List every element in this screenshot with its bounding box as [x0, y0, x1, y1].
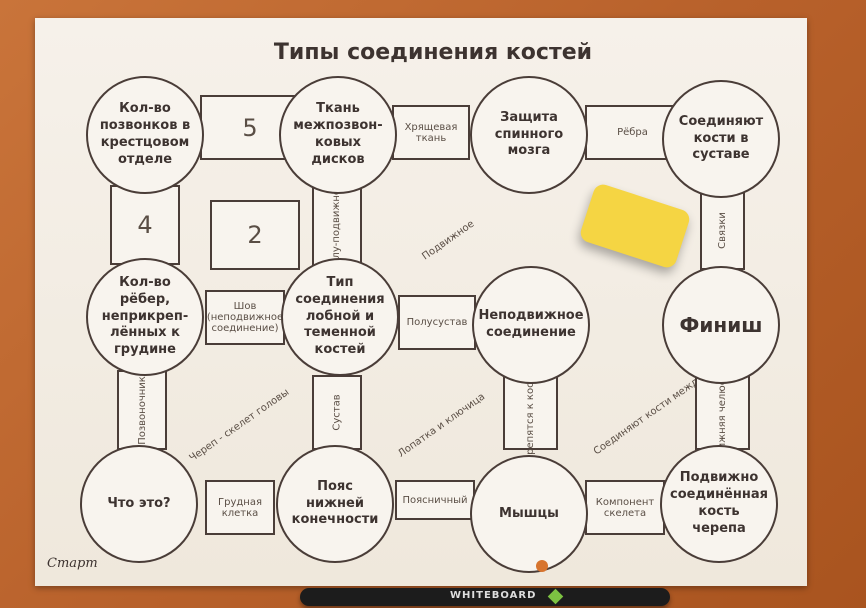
- cell-joint: Сустав: [312, 375, 362, 450]
- cell-4: 4: [110, 185, 180, 265]
- circle-floating-ribs: Кол-во рёбер, неприкреп-лённых к грудине: [86, 258, 204, 376]
- game-token: [536, 560, 548, 572]
- cell-attach: Крепятся к костям: [503, 363, 558, 462]
- cell-spine: Позвоночник: [117, 370, 167, 450]
- circle-muscles: Мышцы: [470, 455, 588, 573]
- sheet-title: Типы соединения костей: [273, 40, 593, 65]
- circle-pelvic-girdle: Пояс нижней конечности: [276, 445, 394, 563]
- cell-component: Компонент скелета: [585, 480, 665, 535]
- cell-semijoint: Полусустав: [398, 295, 476, 350]
- circle-what-is-it: Что это?: [80, 445, 198, 563]
- cell-ligaments: Связки: [700, 190, 745, 270]
- cell-suture: Шов (неподвижное соединение): [205, 290, 285, 345]
- whiteboard-marker: WHITEBOARD: [300, 588, 670, 606]
- cell-2: 2: [210, 200, 300, 270]
- cell-chest: Грудная клетка: [205, 480, 275, 535]
- cell-lumbar: Поясничный: [395, 480, 475, 520]
- start-label: Старт: [47, 556, 98, 571]
- circle-disc-tissue: Ткань межпозвон-ковых дисков: [279, 76, 397, 194]
- circle-joint-connect: Соединяют кости в суставе: [662, 80, 780, 198]
- marker-logo-icon: [547, 588, 564, 605]
- cell-jaw: Нижняя челюсть: [695, 368, 750, 457]
- circle-finish: Финиш: [662, 266, 780, 384]
- circle-spinal-protection: Защита спинного мозга: [470, 76, 588, 194]
- marker-brand: WHITEBOARD: [450, 590, 537, 601]
- circle-immovable: Неподвижное соединение: [472, 266, 590, 384]
- circle-movable-skull-bone: Подвижно соединённая кость черепа: [660, 445, 778, 563]
- cell-cartilage: Хрящевая ткань: [392, 105, 470, 160]
- circle-skull-joint-type: Тип соединения лобной и теменной костей: [281, 258, 399, 376]
- circle-sacral-vertebrae: Кол-во позвонков в крестцовом отделе: [86, 76, 204, 194]
